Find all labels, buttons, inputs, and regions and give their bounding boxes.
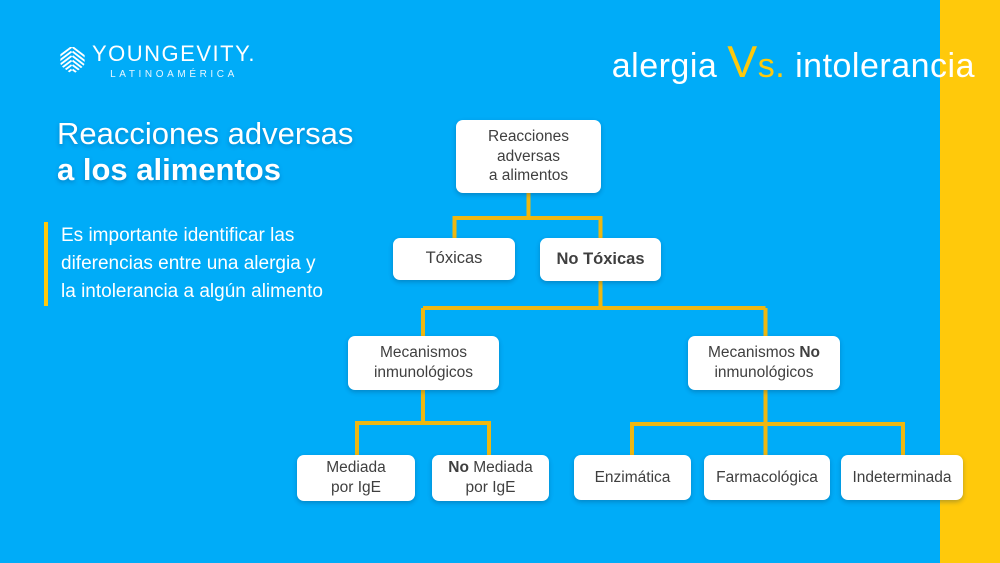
youngevity-cube-icon: [60, 46, 85, 74]
intro-line: Es importante identificar las: [61, 225, 295, 246]
slide-title: alergia Vs. intolerancia: [612, 36, 975, 88]
page-title-line2: a los alimentos: [57, 152, 281, 187]
node-reacciones-adversas: Reacciones adversas a alimentos: [456, 120, 601, 193]
title-word-intolerancia: intolerancia: [795, 47, 975, 85]
page-title-line1: Reacciones adversas: [57, 116, 354, 151]
node-indeterminada: Indeterminada: [841, 455, 963, 500]
intro-paragraph: Es importante identificar las diferencia…: [44, 222, 323, 306]
node-toxicas: Tóxicas: [393, 238, 515, 280]
node-mecanismos-inmunologicos: Mecanismos inmunológicos: [348, 336, 499, 390]
node-farmacologica: Farmacológica: [704, 455, 830, 500]
brand-region: LATINOAMÉRICA: [110, 69, 238, 80]
node-enzimatica: Enzimática: [574, 455, 691, 500]
page-title: Reacciones adversas a los alimentos: [57, 116, 353, 188]
node-mediada-por-ige: Mediada por IgE: [297, 455, 415, 501]
title-word-vs: Vs.: [727, 36, 786, 87]
intro-line: la intolerancia a algún alimento: [61, 281, 323, 302]
title-word-alergia: alergia: [611, 47, 718, 85]
brand-logo: YOUNGEVITY. LATINOAMÉRICA: [59, 42, 256, 80]
intro-line: diferencias entre una alergia y: [61, 253, 316, 274]
brand-name: YOUNGEVITY.: [92, 41, 257, 66]
node-no-toxicas: No Tóxicas: [540, 238, 661, 281]
